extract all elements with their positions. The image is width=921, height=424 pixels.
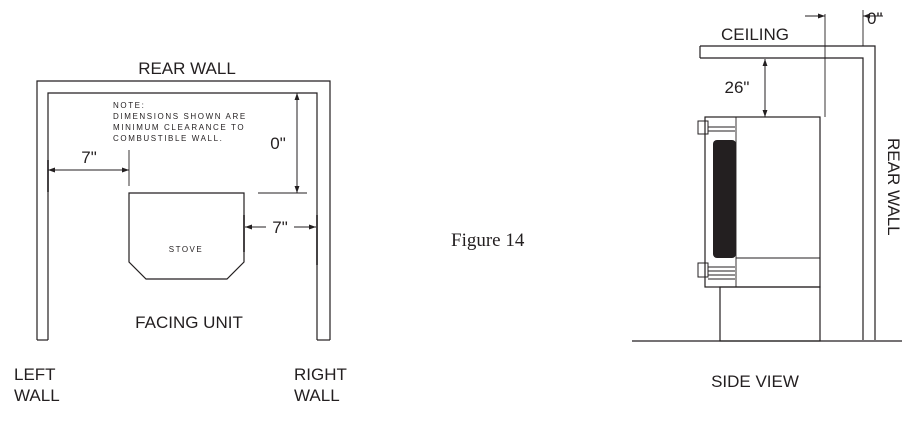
note-line: NOTE: <box>113 101 145 110</box>
right-clearance-dimension: 7" <box>272 218 288 237</box>
rear-wall-label: REAR WALL <box>138 59 236 78</box>
side-rear-clearance-dimension: 0" <box>867 9 883 28</box>
ceiling-wall-outer <box>700 45 876 340</box>
ceiling-clearance-dimension: 26" <box>725 78 750 97</box>
left-wall-label: LEFT <box>14 365 56 384</box>
note-line: MINIMUM CLEARANCE TO <box>113 123 245 132</box>
figure-caption: Figure 14 <box>451 230 525 251</box>
right-wall-label: RIGHT <box>294 365 347 384</box>
stove-door-glass <box>713 140 736 258</box>
stove-pedestal <box>719 286 821 342</box>
top-view-wall-outer <box>36 80 331 340</box>
note-line: DIMENSIONS SHOWN ARE <box>113 112 247 121</box>
left-wall-label: WALL <box>14 386 60 405</box>
note-line: COMBUSTIBLE WALL. <box>113 134 223 143</box>
stove-label: STOVE <box>169 245 203 254</box>
side-view-label: SIDE VIEW <box>711 372 799 391</box>
stove-side-profile <box>697 116 821 342</box>
rear-clearance-dimension: 0" <box>270 134 286 153</box>
right-wall-label: WALL <box>294 386 340 405</box>
side-rear-wall-label: REAR WALL <box>884 138 903 236</box>
side-view: CEILING 0" 26" REAR WALL S <box>632 9 903 391</box>
left-clearance-dimension: 7" <box>81 148 97 167</box>
ceiling-label: CEILING <box>721 25 789 44</box>
stove-outline <box>128 192 245 280</box>
facing-unit-label: FACING UNIT <box>135 313 243 332</box>
top-view: REAR WALL NOTE: DIMENSIONS SHOWN ARE MIN… <box>14 59 347 405</box>
clearance-note: NOTE: DIMENSIONS SHOWN ARE MINIMUM CLEAR… <box>113 101 247 143</box>
